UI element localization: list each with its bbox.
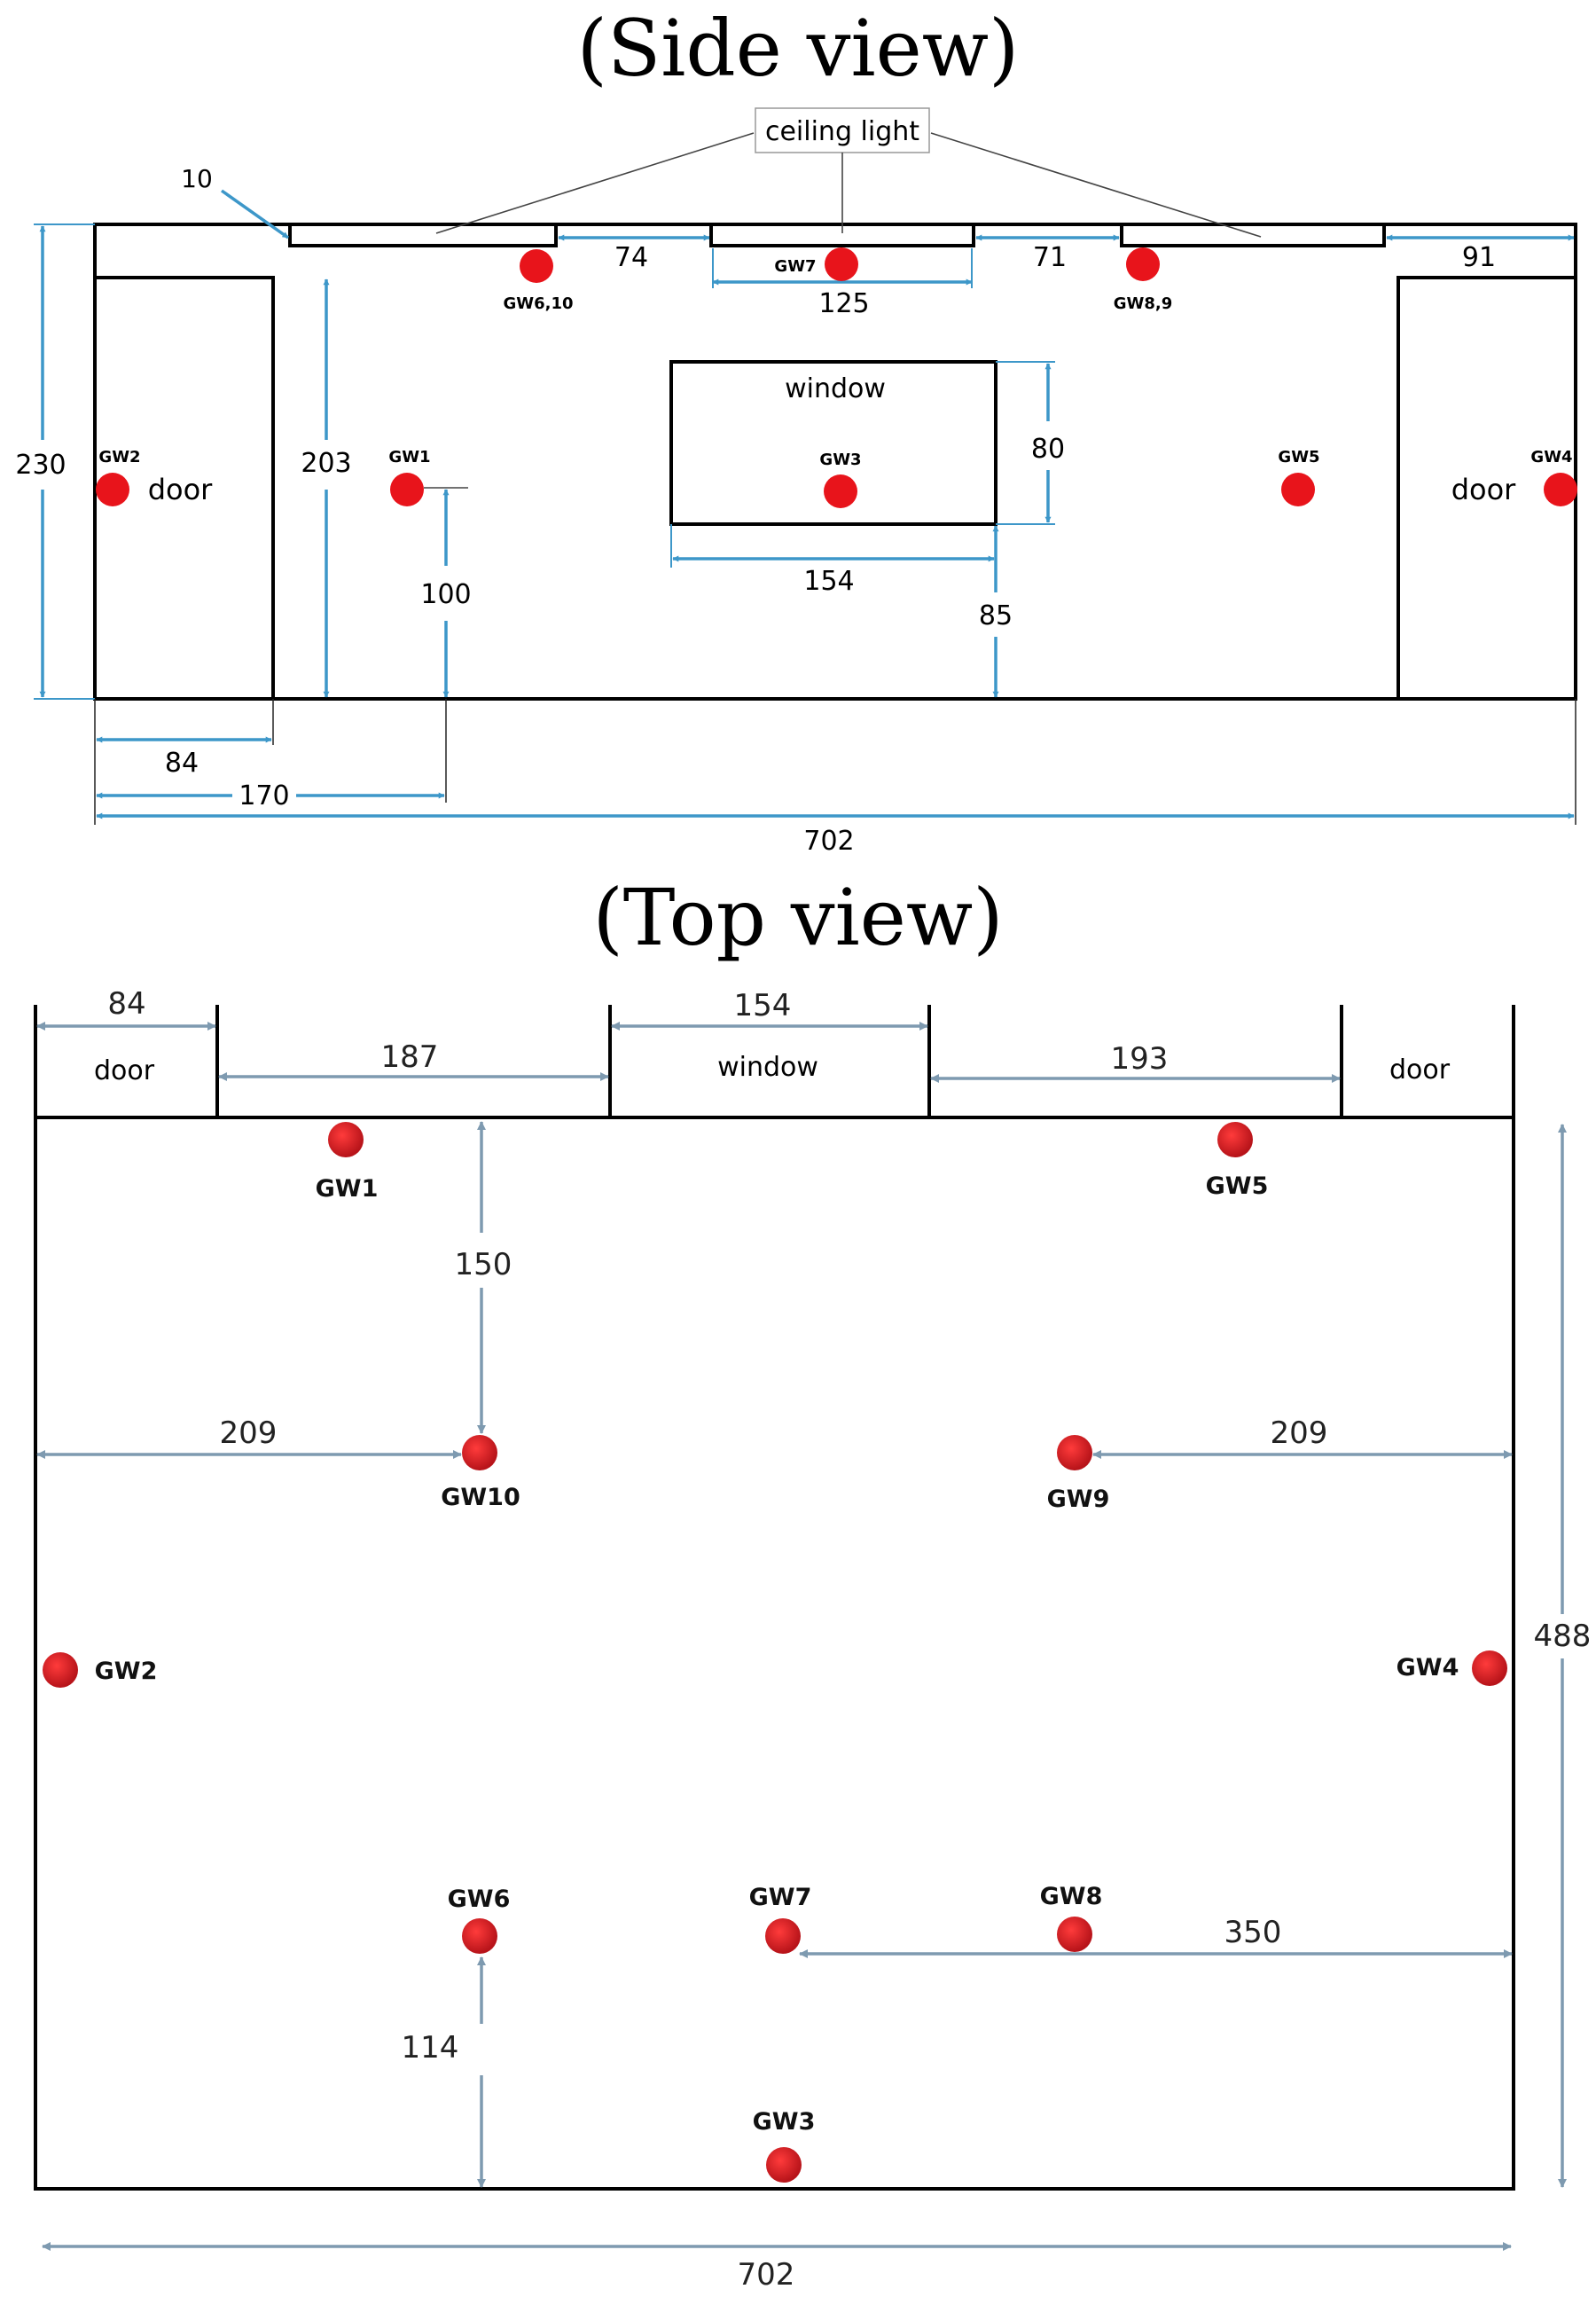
top-gateway-gw8 (1057, 1917, 1092, 1952)
side-view-title: (Side view) (577, 3, 1020, 94)
dim-height-door: 203 (301, 448, 351, 479)
side-gateway-gw8-9 (1126, 247, 1160, 281)
ceiling-light-label: ceiling light (765, 116, 919, 147)
top-gateway-label-gw4: GW4 (1396, 1654, 1459, 1682)
ceiling-light-leader-right (930, 132, 1262, 238)
top-dim-room-depth: 488 (1534, 1619, 1592, 1654)
side-gateway-label-gw8-9: GW8,9 (1114, 294, 1173, 313)
dim-light-offset: 10 (181, 164, 213, 193)
dim-room-length: 702 (803, 826, 854, 857)
dim-gap-1: 74 (614, 242, 648, 273)
top-gateway-label-gw6: GW6 (448, 1885, 511, 1913)
top-view: (Top view) door window door 84 187 154 1… (34, 872, 1592, 2293)
top-window-label: window (717, 1052, 818, 1083)
top-gateway-label-gw5: GW5 (1206, 1172, 1269, 1200)
top-dim-door-width: 84 (107, 986, 145, 1022)
top-gateway-gw4 (1472, 1650, 1507, 1686)
dim-window-width: 154 (803, 566, 854, 597)
dim-window-sill: 85 (979, 600, 1013, 631)
top-room-outline (34, 1116, 1515, 2191)
side-gateway-gw1 (390, 473, 424, 506)
side-door-left (95, 276, 275, 699)
top-gateway-gw2 (43, 1652, 78, 1688)
top-gateway-label-gw10: GW10 (441, 1484, 520, 1511)
dim-light-offset-arrow (220, 189, 290, 239)
side-gateway-label-gw1: GW1 (388, 448, 430, 466)
top-door-left-label: door (94, 1055, 155, 1086)
top-gateway-label-gw7: GW7 (749, 1884, 812, 1911)
top-gateway-gw7 (765, 1918, 801, 1954)
top-gateway-gw9 (1057, 1435, 1092, 1470)
top-gateway-label-gw9: GW9 (1047, 1486, 1110, 1513)
top-gateway-label-gw1: GW1 (316, 1175, 379, 1203)
side-gateway-gw5 (1281, 473, 1315, 506)
top-dim-wall-1: 187 (381, 1039, 439, 1075)
side-door-left-label: door (148, 473, 213, 506)
top-gateway-gw1 (328, 1122, 364, 1157)
side-door-right-label: door (1451, 473, 1516, 506)
top-dim-room-length: 702 (738, 2257, 795, 2293)
side-gateway-gw2 (96, 473, 129, 506)
top-gateway-gw3 (766, 2147, 802, 2183)
side-gateway-label-gw5: GW5 (1278, 448, 1319, 466)
dim-window-height: 80 (1031, 434, 1065, 465)
side-view: (Side view) ceiling light 10 74 71 91 12… (15, 3, 1577, 857)
dim-gap-2: 71 (1033, 242, 1067, 273)
side-window (669, 360, 998, 526)
top-gateway-label-gw2: GW2 (95, 1658, 158, 1685)
side-gateway-label-gw3: GW3 (819, 451, 861, 469)
top-dim-window-width: 154 (734, 988, 792, 1023)
side-gateway-label-gw6-10: GW6,10 (503, 294, 573, 313)
top-gateway-gw6 (462, 1918, 497, 1954)
dim-gw1-height: 100 (420, 579, 471, 610)
side-gateway-label-gw7: GW7 (774, 257, 816, 276)
side-gateway-gw3 (824, 474, 857, 508)
side-gateway-gw6-10 (520, 249, 553, 283)
dim-gap-3: 91 (1462, 242, 1496, 273)
side-gateway-label-gw4: GW4 (1530, 448, 1572, 466)
top-dim-gw10-x: 209 (220, 1415, 278, 1451)
top-gateway-label-gw8: GW8 (1040, 1883, 1103, 1910)
top-gateway-gw5 (1217, 1122, 1253, 1157)
side-gateway-gw4 (1544, 473, 1577, 506)
top-dim-gw7-to-wall: 350 (1224, 1915, 1282, 1950)
dim-gw1-x: 170 (239, 780, 289, 811)
top-view-title: (Top view) (592, 872, 1003, 963)
ceiling-light-leader-left (435, 132, 755, 234)
top-door-right-label: door (1389, 1054, 1451, 1086)
top-dim-gw9-x: 209 (1271, 1415, 1328, 1451)
dim-light-width: 125 (818, 288, 869, 319)
dim-height-room: 230 (15, 450, 66, 481)
side-window-label: window (785, 373, 886, 404)
top-dim-wall-2: 193 (1111, 1041, 1169, 1077)
top-gateway-label-gw3: GW3 (753, 2108, 816, 2136)
side-gateway-label-gw2: GW2 (98, 448, 140, 466)
top-gateway-gw10 (462, 1435, 497, 1470)
top-dim-gw1-depth: 150 (455, 1247, 512, 1282)
ceiling-light-label-box (755, 107, 930, 153)
dim-door-width: 84 (165, 748, 199, 779)
side-gateway-gw7 (825, 247, 858, 281)
ceiling-light-3 (1120, 223, 1386, 247)
ceiling-light-1 (288, 223, 558, 247)
top-dim-gw6-y: 114 (402, 2030, 459, 2066)
side-door-right (1396, 276, 1576, 699)
